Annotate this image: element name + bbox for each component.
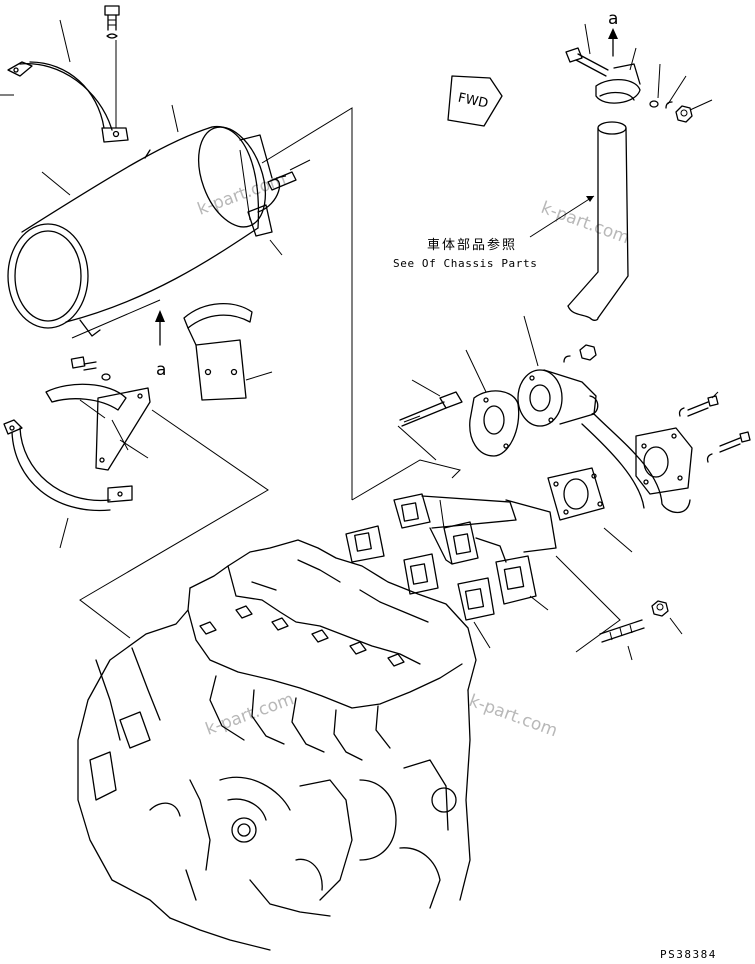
chassis-ref-jp: 車体部品参照 bbox=[427, 237, 517, 253]
boundary-line bbox=[261, 107, 353, 500]
view-a-label-left: a bbox=[156, 360, 166, 380]
leader-line bbox=[171, 104, 179, 133]
exhaust-manifold bbox=[393, 493, 557, 605]
leader-line bbox=[41, 171, 71, 196]
engine-block bbox=[77, 539, 477, 951]
leader-line bbox=[669, 617, 683, 635]
bracket-bolt-icon bbox=[70, 356, 111, 381]
leader-line bbox=[584, 23, 591, 55]
leader-line bbox=[411, 379, 441, 397]
tailpipe-clamp bbox=[565, 47, 693, 123]
outlet-bolt-1-icon bbox=[678, 395, 719, 417]
watermark-1: k-part.com bbox=[195, 169, 289, 219]
leader-line bbox=[529, 195, 595, 238]
leader-line bbox=[657, 63, 661, 99]
leader-line bbox=[59, 19, 71, 63]
clamp-bolt-icon bbox=[104, 5, 120, 39]
upper-clamp-band bbox=[7, 61, 129, 143]
view-a-label-top: a bbox=[608, 9, 618, 29]
leader-line bbox=[667, 75, 687, 105]
muffler-bracket-upper bbox=[183, 302, 253, 401]
view-a-arrow-top: a bbox=[608, 9, 618, 57]
fwd-label: FWD bbox=[457, 91, 490, 112]
boundary-line bbox=[555, 555, 621, 653]
muffler bbox=[7, 125, 281, 337]
chassis-ref-en: See Of Chassis Parts bbox=[393, 257, 537, 270]
view-a-arrow-left: a bbox=[155, 310, 166, 380]
leader-arrowhead bbox=[586, 196, 594, 202]
boundary-line bbox=[397, 425, 437, 461]
manifold-gaskets bbox=[345, 525, 495, 621]
leader-line bbox=[59, 517, 69, 549]
tail-pipe bbox=[567, 121, 629, 321]
leader-line bbox=[473, 621, 491, 649]
exhaust-outlet-flange bbox=[635, 427, 693, 495]
leader-line bbox=[465, 349, 487, 393]
boundary-line bbox=[71, 299, 161, 339]
outlet-bolt-2-icon bbox=[706, 431, 751, 463]
muffler-clamp-bolt-icon bbox=[267, 171, 297, 191]
leader-line bbox=[603, 527, 633, 553]
leader-line bbox=[629, 47, 637, 71]
watermark-4: k-part.com bbox=[466, 691, 560, 741]
leader-line bbox=[79, 399, 106, 419]
leader-line bbox=[119, 439, 149, 459]
boundary-line bbox=[79, 409, 269, 639]
leader-line bbox=[627, 645, 633, 661]
leader-line bbox=[711, 391, 719, 399]
stud-nut-icon bbox=[651, 600, 669, 617]
leader-line bbox=[689, 99, 713, 111]
leader-line bbox=[523, 315, 539, 367]
outlet-gasket bbox=[547, 467, 605, 521]
boundary-line bbox=[351, 459, 461, 501]
flange-gasket bbox=[469, 390, 520, 457]
stud-bolt-icon bbox=[599, 619, 645, 643]
fwd-arrow-icon: FWD bbox=[447, 75, 503, 127]
figure-code: PS38384 bbox=[660, 948, 717, 961]
leader-line bbox=[529, 595, 549, 611]
flange-nut-icon bbox=[563, 344, 597, 363]
leader-line bbox=[269, 239, 283, 256]
long-bolt-icon bbox=[399, 391, 463, 427]
leader-line bbox=[245, 371, 273, 381]
lower-clamp-band bbox=[3, 419, 133, 512]
exhaust-pipe-flange bbox=[517, 369, 691, 514]
muffler-bracket-lower bbox=[45, 383, 151, 471]
leader-line bbox=[289, 159, 311, 171]
